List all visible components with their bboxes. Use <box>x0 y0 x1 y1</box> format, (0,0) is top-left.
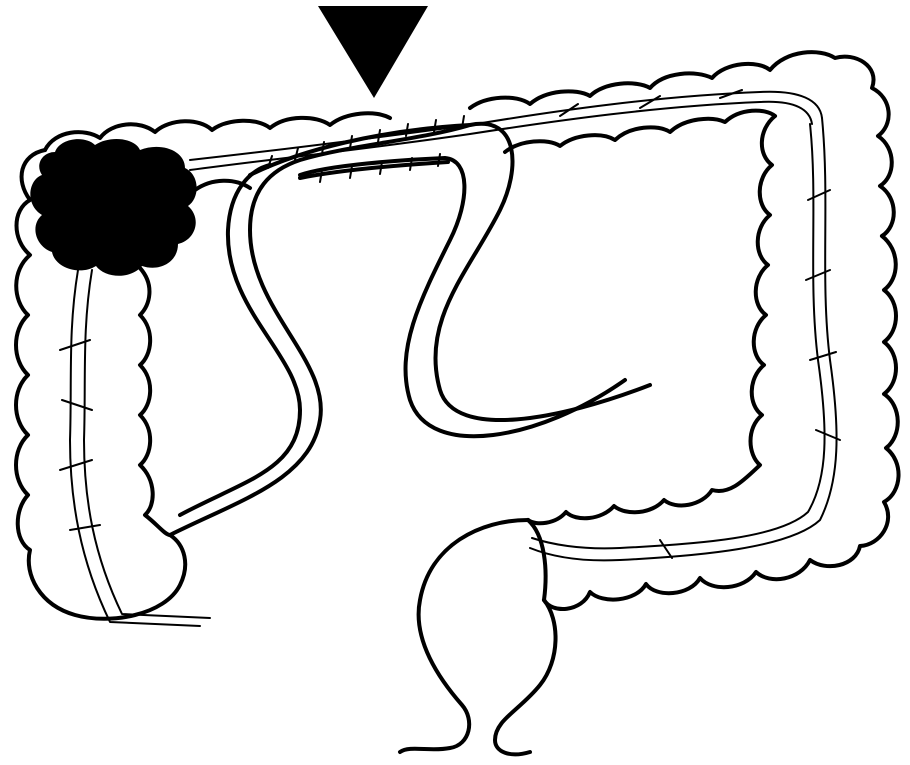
arrowhead-down-icon <box>318 6 428 98</box>
sigmoid-rectum <box>400 520 556 754</box>
tumor-mass <box>30 139 196 276</box>
small-bowel <box>170 124 650 535</box>
colon-outer-wall <box>16 52 899 619</box>
